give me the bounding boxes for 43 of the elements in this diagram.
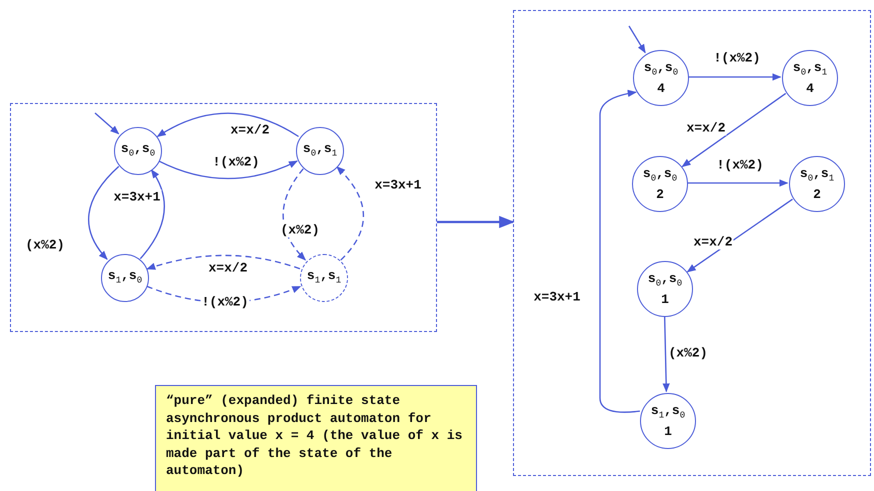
state-circle	[114, 127, 162, 175]
edge-label: !(x%2)	[200, 294, 250, 310]
arrow	[88, 166, 120, 260]
state-name: s$_{1}$,s$_{1}$	[306, 268, 342, 288]
arrow	[599, 90, 640, 413]
state-value: 4	[806, 80, 814, 96]
note-box	[155, 385, 477, 491]
edge-label: (x%2)	[668, 346, 708, 360]
state-name: s$_{1}$,s$_{0}$	[108, 268, 142, 288]
edge-label: x=x/2	[686, 120, 726, 136]
arrow	[94, 112, 120, 134]
state-value: 2	[813, 186, 821, 202]
state-value: 1	[664, 424, 672, 439]
edge-label: (x%2)	[24, 238, 66, 252]
state-name: s$_{0}$,s$_{1}$	[302, 140, 338, 160]
edge-label: (x%2)	[280, 222, 320, 238]
arrow	[140, 169, 165, 260]
arrow	[158, 160, 298, 180]
state-circle	[101, 254, 149, 302]
state-name: s$_{0}$,s$_{1}$	[800, 166, 834, 186]
note-text: “pure” (expanded) finite state asynchronous product automaton for initial value x = 4 (the value of x is made part of the state of the automaton)	[166, 392, 464, 480]
arrow	[336, 166, 364, 261]
arrow	[662, 316, 670, 392]
state-circle	[296, 127, 344, 175]
edge-label: x=x/2	[692, 234, 734, 250]
arrow	[682, 92, 786, 168]
arrow	[628, 26, 646, 54]
arrow	[437, 216, 515, 228]
arrow	[146, 254, 300, 270]
arrow	[688, 179, 788, 187]
state-name: s$_{0}$,s$_{0}$	[642, 166, 678, 186]
state-value: 2	[656, 186, 664, 202]
state-name: s$_{0}$,s$_{1}$	[792, 60, 828, 80]
arrow	[156, 112, 299, 138]
state-value: 4	[657, 80, 665, 96]
state-name: s$_{0}$,s$_{0}$	[648, 271, 682, 291]
state-name: s$_{1}$,s$_{0}$	[650, 403, 686, 423]
arrow	[282, 168, 306, 261]
arrow	[688, 73, 782, 81]
state-name: s$_{0}$,s$_{0}$	[644, 60, 678, 80]
arrow	[686, 198, 793, 272]
state-value: 1	[661, 292, 669, 307]
state-name: s$_{0}$,s$_{0}$	[120, 140, 156, 160]
